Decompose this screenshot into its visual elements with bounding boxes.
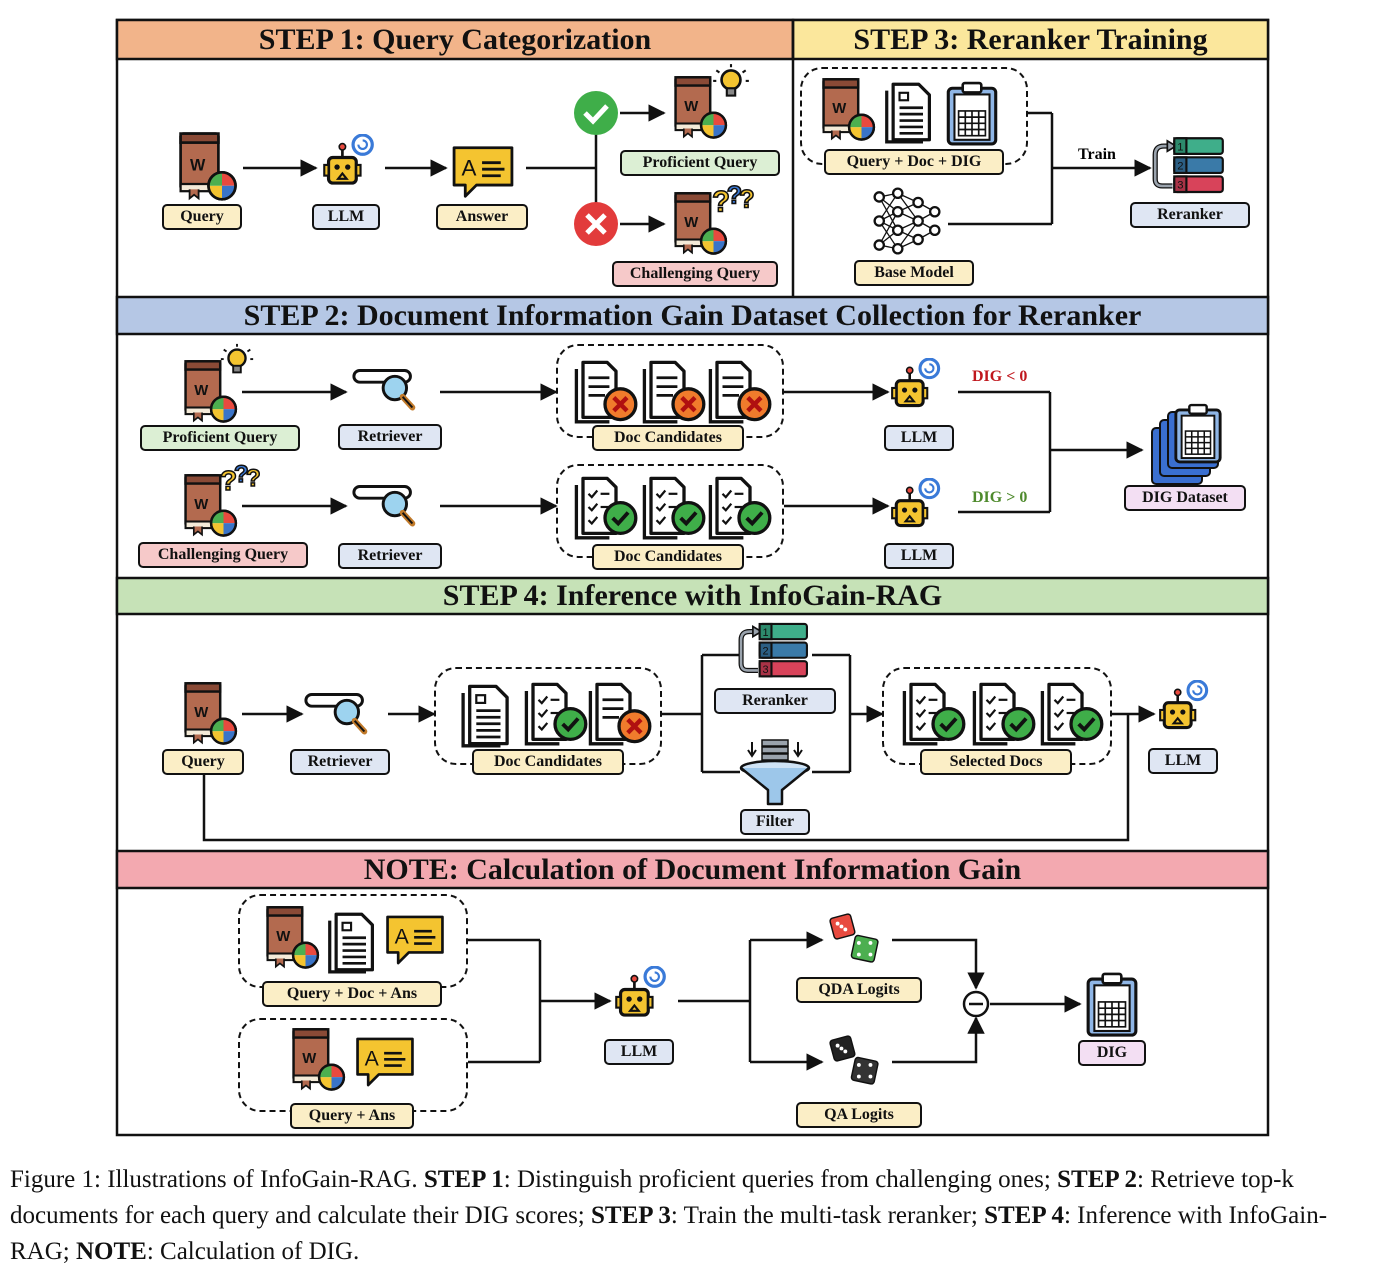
note-header-bg: [115, 849, 1270, 890]
answer-label: Answer: [436, 204, 528, 230]
llm-label: LLM: [884, 543, 954, 569]
filter-funnel-icon: [739, 738, 811, 806]
proficient-query-label: Proficient Query: [140, 425, 300, 451]
dig-dataset-label: DIG Dataset: [1124, 485, 1246, 511]
reranker-stack-icon: [741, 624, 807, 676]
query-doc-dig-label: Query + Doc + DIG: [824, 149, 1004, 175]
step2-header-bg: [115, 295, 1270, 336]
query-ans-label: Query + Ans: [290, 1103, 414, 1129]
step4-title: STEP 4: Inference with InfoGain-RAG: [442, 579, 943, 612]
base-model-label: Base Model: [854, 260, 974, 286]
dig-negative-label: DIG < 0: [972, 368, 1028, 385]
step3-title: STEP 3: Reranker Training: [853, 22, 1208, 56]
qa-group: [238, 1018, 468, 1112]
query-label: Query: [162, 749, 244, 775]
robot-icon: [1158, 680, 1209, 730]
robot-icon: [890, 478, 941, 528]
answer-bubble-icon: [452, 146, 514, 198]
doc-candidates-label: Doc Candidates: [592, 544, 744, 570]
book-icon: [674, 76, 728, 139]
filter-label: Filter: [740, 809, 810, 835]
step1-title: STEP 1: Query Categorization: [258, 22, 652, 56]
question-marks-icon: [711, 180, 756, 218]
doc-candidates-group-neg: [556, 344, 784, 438]
dig-positive-label: DIG > 0: [972, 489, 1028, 506]
qa-logits-label: QA Logits: [796, 1102, 922, 1128]
retriever-label: Retriever: [290, 749, 390, 775]
neural-net-icon: [873, 187, 941, 255]
reranker-stack-icon: [1155, 138, 1223, 192]
score-clipboard-icon: [1086, 972, 1138, 1037]
retriever-icon: [354, 486, 413, 523]
train-label: Train: [1078, 146, 1116, 163]
qda-logits-label: QDA Logits: [796, 977, 922, 1003]
llm-label: LLM: [1148, 748, 1218, 774]
retriever-label: Retriever: [338, 543, 442, 569]
step3-header-bg: [791, 18, 1270, 61]
figure-caption: Figure 1: Illustrations of InfoGain-RAG.…: [10, 1166, 1328, 1265]
doc-candidates-label: Doc Candidates: [472, 749, 624, 775]
lightbulb-icon: [219, 342, 255, 374]
doc-candidates-label: Doc Candidates: [592, 425, 744, 451]
step2-title: STEP 2: Document Information Gain Datase…: [243, 298, 1142, 332]
dice-icon: [828, 1034, 880, 1086]
minus-operator-icon: [962, 990, 990, 1018]
cross-icon: [574, 202, 618, 246]
retriever-label: Retriever: [338, 424, 442, 450]
dig-label: DIG: [1078, 1040, 1146, 1066]
challenging-query-label: Challenging Query: [612, 261, 778, 287]
book-icon: [184, 682, 238, 745]
llm-label: LLM: [312, 204, 380, 230]
reranker-label: Reranker: [714, 688, 836, 714]
lightbulb-icon: [711, 62, 751, 97]
challenging-query-label: Challenging Query: [138, 542, 308, 568]
llm-label: LLM: [604, 1039, 674, 1065]
reranker-label: Reranker: [1130, 202, 1250, 228]
robot-icon: [890, 358, 941, 408]
book-icon: [179, 132, 237, 201]
proficient-query-label: Proficient Query: [620, 150, 780, 176]
dice-icon: [828, 912, 880, 964]
selected-docs-label: Selected Docs: [920, 749, 1072, 775]
qda-group: [238, 894, 468, 988]
query-label: Query: [162, 204, 242, 230]
query-doc-ans-label: Query + Doc + Ans: [262, 981, 442, 1007]
note-title: NOTE: Calculation of Document Informatio…: [363, 852, 1022, 886]
llm-label: LLM: [884, 425, 954, 451]
retriever-icon: [306, 694, 365, 731]
retriever-icon: [354, 370, 413, 407]
step4-header-bg: [115, 576, 1270, 616]
check-icon: [574, 91, 618, 135]
dig-dataset-icon: [1151, 403, 1222, 485]
question-marks-icon: [219, 460, 262, 496]
book-icon: [184, 360, 238, 423]
robot-icon: [322, 134, 374, 185]
step1-header-bg: [115, 18, 795, 61]
robot-icon: [614, 966, 666, 1017]
